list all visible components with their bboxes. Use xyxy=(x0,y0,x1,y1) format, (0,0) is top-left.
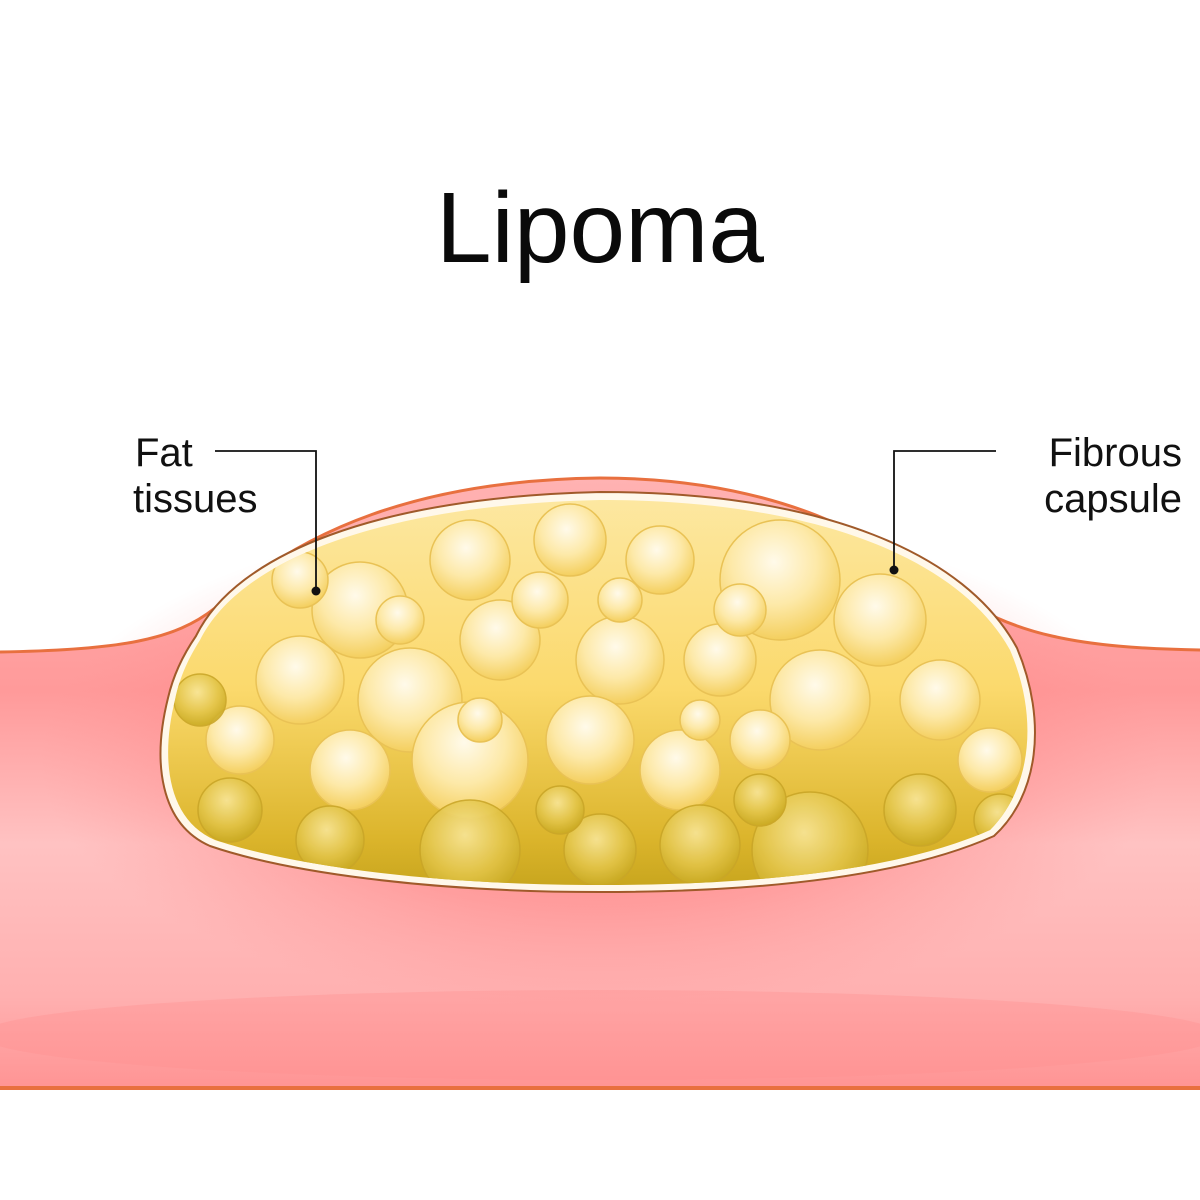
leader-lines xyxy=(215,450,996,596)
fat-tissues-label: Fat tissues xyxy=(133,430,258,522)
fibrous-capsule-label-line2: capsule xyxy=(1044,477,1182,521)
fibrous-capsule-label-line1: Fibrous xyxy=(1048,431,1182,475)
fat-tissue xyxy=(168,500,1028,885)
fibrous-capsule-label: Fibrous capsule xyxy=(1010,430,1182,522)
fat-tissues-leader xyxy=(215,450,317,591)
fat-tissues-label-line2: tissues xyxy=(133,477,258,521)
fat-tissues-label-line1: Fat xyxy=(135,431,193,475)
page-title: Lipoma xyxy=(436,172,764,284)
fibrous-capsule-leader xyxy=(893,450,996,570)
